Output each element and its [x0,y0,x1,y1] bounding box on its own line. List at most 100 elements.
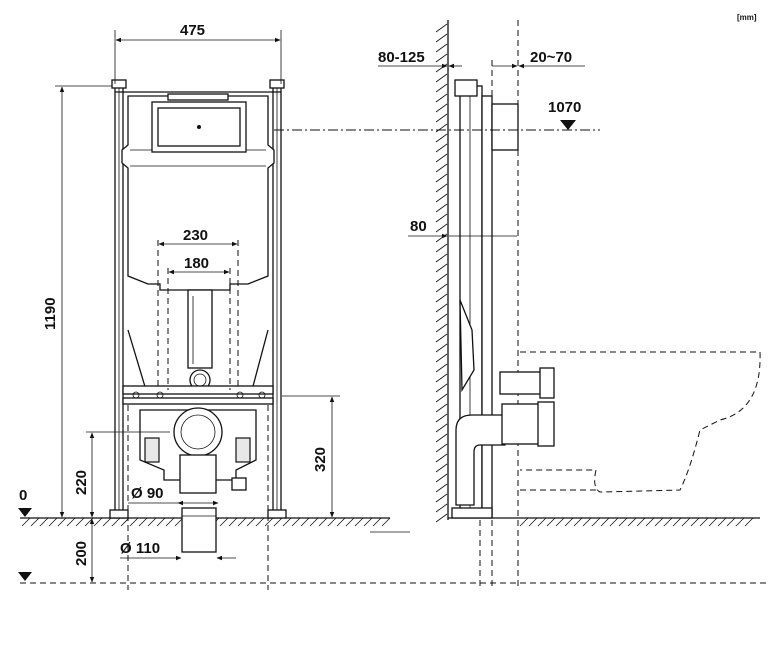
hatch-stroke [744,517,754,527]
hatch-stroke [435,183,448,193]
hatch-stroke [435,503,448,513]
hatch-stroke [138,517,148,527]
hatch-stroke [435,273,448,283]
hatch-stroke [255,517,265,527]
hatch-stroke [363,517,373,527]
hatch-stroke [555,517,565,527]
hatch-stroke [435,493,448,503]
hatch-stroke [435,63,448,73]
hatch-stroke [228,517,238,527]
hatch-stroke [435,43,448,53]
hatch-stroke [435,323,448,333]
hatch-stroke [645,517,655,527]
side-floor-hatch [519,517,754,527]
dim-1070: 1070 [548,99,581,116]
hatch-stroke [435,463,448,473]
base-level-marker [18,572,32,581]
dim-230: 230 [183,227,208,244]
hatch-stroke [48,517,58,527]
hatch-stroke [591,517,601,527]
hatch-stroke [435,303,448,313]
hatch-stroke [435,353,448,363]
hatch-stroke [636,517,646,527]
side-foot [451,507,493,519]
hatch-stroke [435,403,448,413]
hatch-stroke [345,517,355,527]
hatch-stroke [237,517,247,527]
hatch-stroke [435,113,448,123]
hatch-stroke [663,517,673,527]
hatch-stroke [435,253,448,263]
hatch-stroke [93,517,103,527]
hatch-stroke [600,517,610,527]
drain-pipe-side [455,414,506,506]
wall-hatch [435,23,448,523]
hatch-stroke [327,517,337,527]
hatch-stroke [435,193,448,203]
hatch-stroke [435,123,448,133]
hatch-stroke [564,517,574,527]
hatch-stroke [273,517,283,527]
hatch-stroke [435,343,448,353]
dim-diameter-110: Ø 110 [120,540,160,557]
hatch-stroke [129,517,139,527]
hatch-stroke [435,243,448,253]
floor-hatch [21,517,391,527]
hatch-stroke [435,473,448,483]
hatch-stroke [381,517,391,527]
hatch-stroke [681,517,691,527]
hatch-stroke [264,517,274,527]
dim-diameter-90: Ø 90 [131,485,164,502]
dim-180: 180 [184,255,209,272]
zero-level-marker [18,508,32,517]
hatch-stroke [435,53,448,63]
hatch-stroke [435,373,448,383]
hatch-stroke [372,517,382,527]
hatch-stroke [435,163,448,173]
hatch-stroke [717,517,727,527]
hatch-stroke [435,133,448,143]
hatch-stroke [735,517,745,527]
dim-zero: 0 [19,487,27,504]
hatch-stroke [435,433,448,443]
unit-label: [mm] [737,13,757,22]
hatch-stroke [435,283,448,293]
toilet-bowl-outline [520,351,761,493]
front-view: 475 1190 230 180 320 220 200 0 Ø 90 [18,22,770,590]
hatch-stroke [318,517,328,527]
hatch-stroke [435,173,448,183]
hatch-stroke [147,517,157,527]
dim-320: 320 [312,447,329,472]
hatch-stroke [699,517,709,527]
hatch-stroke [708,517,718,527]
hatch-stroke [546,517,556,527]
drain-pipe-110 [181,507,217,553]
hatch-stroke [435,413,448,423]
hatch-stroke [435,453,448,463]
dim-80: 80 [410,218,427,235]
hatch-stroke [618,517,628,527]
hatch-stroke [537,517,547,527]
hatch-stroke [291,517,301,527]
hatch-stroke [435,423,448,433]
hatch-stroke [654,517,664,527]
hatch-stroke [435,233,448,243]
hatch-stroke [111,517,121,527]
hatch-stroke [435,153,448,163]
hatch-stroke [309,517,319,527]
dim-200: 200 [73,541,90,566]
hatch-stroke [435,263,448,273]
hatch-stroke [39,517,49,527]
hatch-stroke [354,517,364,527]
hatch-stroke [435,293,448,303]
hatch-stroke [435,483,448,493]
hatch-stroke [435,223,448,233]
hatch-stroke [435,513,448,523]
hatch-stroke [726,517,736,527]
hatch-stroke [435,443,448,453]
hatch-stroke [519,517,529,527]
hatch-stroke [582,517,592,527]
flush-plate-side [491,103,519,151]
dim-80-125: 80-125 [378,49,425,66]
dim-220: 220 [73,470,90,495]
